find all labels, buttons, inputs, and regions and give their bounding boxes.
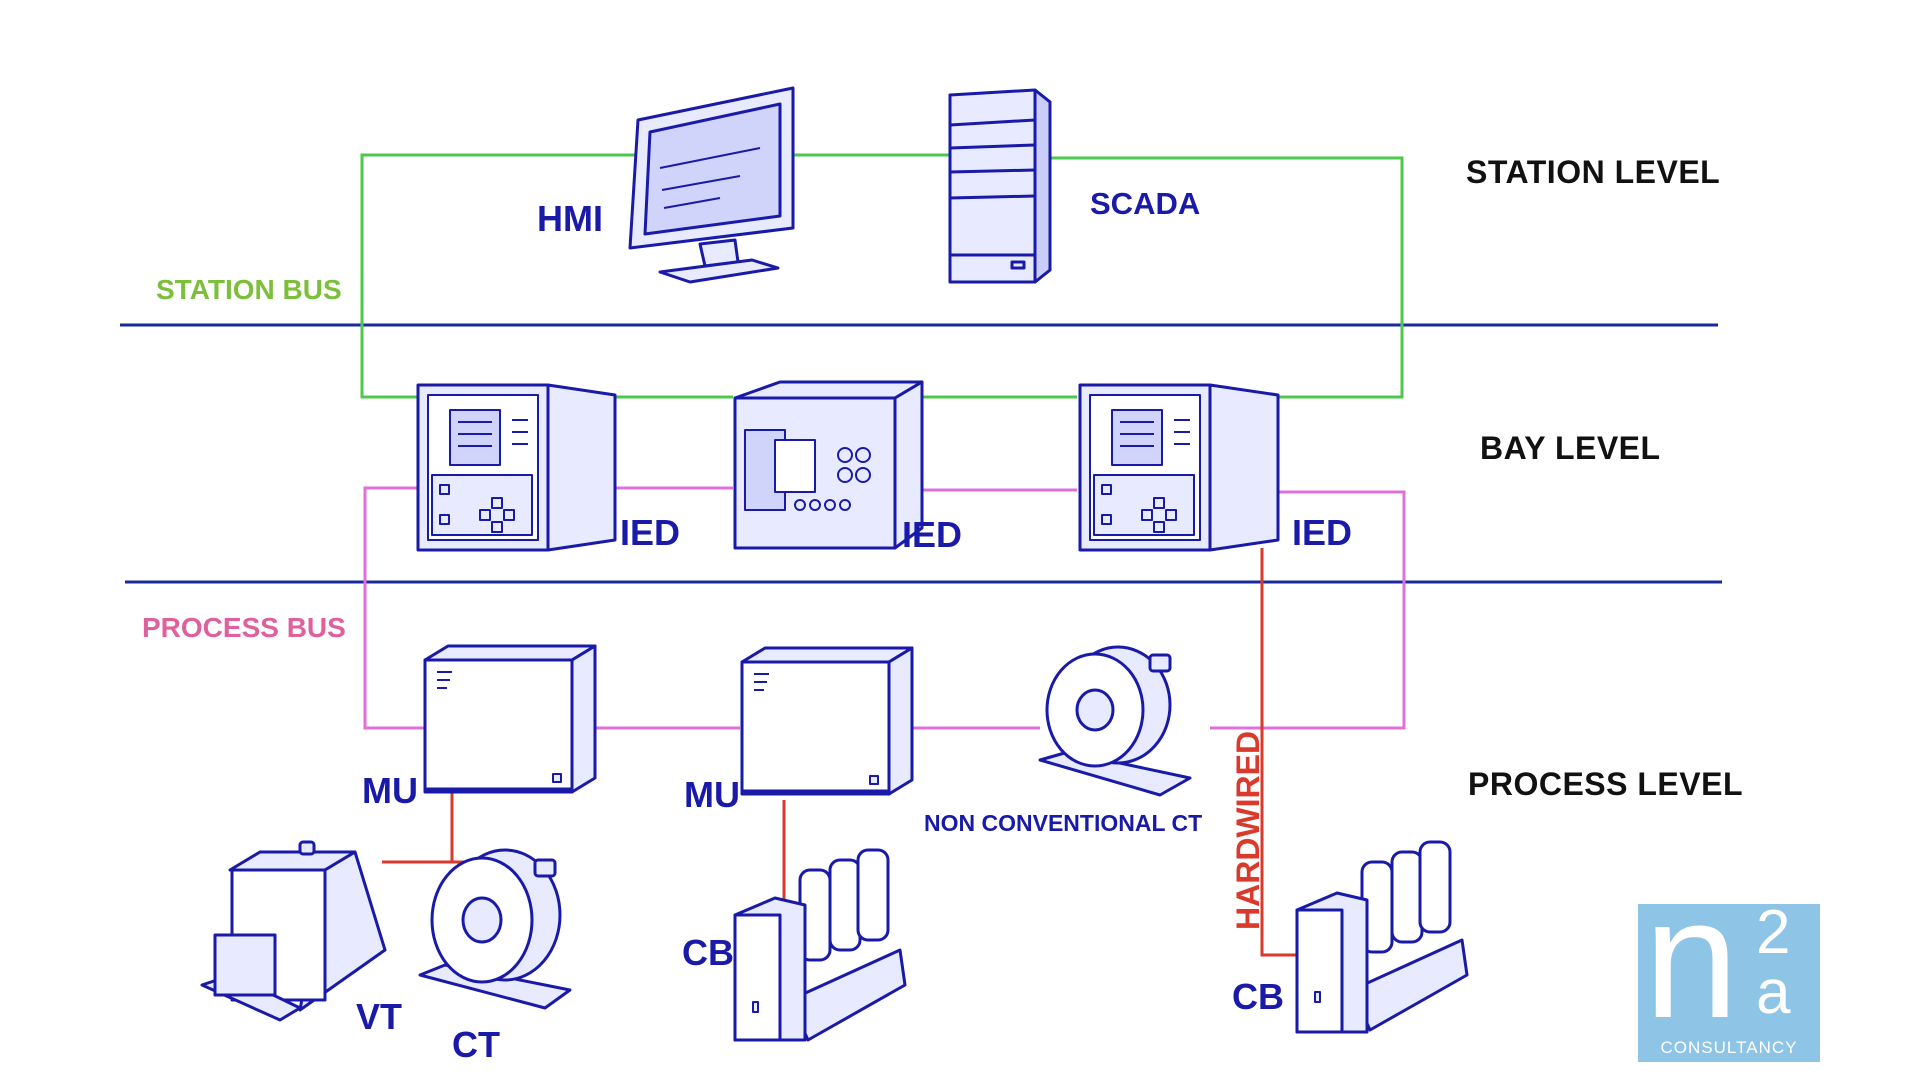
logo-superscript: 2 <box>1756 904 1791 967</box>
non-conventional-ct-icon <box>1038 645 1192 797</box>
ied-relay-icon-1 <box>416 383 617 552</box>
cb-label-2: CB <box>1232 976 1284 1017</box>
hmi-monitor-icon <box>628 86 795 284</box>
circuit-breaker-icon-1 <box>733 848 907 1042</box>
hardwired-lines <box>382 548 1296 957</box>
current-transformer-icon <box>418 848 572 1010</box>
ied-relay-icon-3 <box>1078 383 1280 552</box>
scada-label: SCADA <box>1090 186 1201 221</box>
station-level-label: STATION LEVEL <box>1466 154 1721 190</box>
ied-label-3: IED <box>1292 512 1353 553</box>
mu-label-2: MU <box>684 774 740 815</box>
station-bus-label: STATION BUS <box>156 274 342 305</box>
process-level-label: PROCESS LEVEL <box>1468 766 1743 802</box>
logo-consultancy-text: CONSULTANCY <box>1660 1038 1798 1057</box>
voltage-transformer-icon <box>200 840 387 1022</box>
hmi-label: HMI <box>537 198 603 239</box>
logo-subscript: a <box>1756 958 1791 1027</box>
logo-letter-n: n <box>1644 904 1739 1054</box>
merging-unit-icon-2 <box>740 646 914 796</box>
non-conventional-ct-label: NON CONVENTIONAL CT <box>924 810 1203 836</box>
ct-label: CT <box>452 1024 500 1065</box>
vt-label: VT <box>356 996 403 1037</box>
scada-server-icon <box>948 88 1052 284</box>
station-bus-lines <box>360 153 1404 399</box>
process-bus-lines <box>363 486 1406 730</box>
cb-label-1: CB <box>682 932 734 973</box>
mu-label-1: MU <box>362 770 418 811</box>
process-bus-label: PROCESS BUS <box>142 612 346 643</box>
merging-unit-icon-1 <box>423 644 597 794</box>
bay-level-label: BAY LEVEL <box>1480 430 1661 466</box>
circuit-breaker-icon-2 <box>1295 840 1469 1034</box>
n2a-consultancy-logo: n 2 a CONSULTANCY <box>1638 904 1820 1062</box>
ied-relay-icon-2 <box>733 380 924 550</box>
hardwired-label: HARDWIRED <box>1230 730 1266 930</box>
ied-label-2: IED <box>902 514 963 555</box>
ied-label-1: IED <box>620 512 681 553</box>
